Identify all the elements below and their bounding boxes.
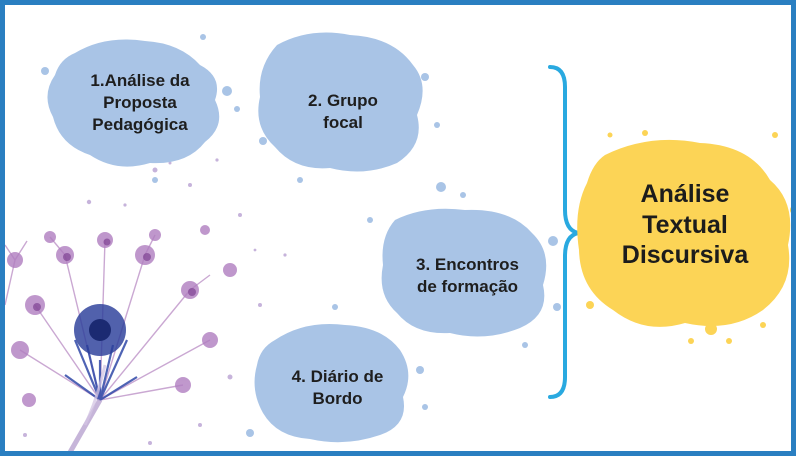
- blue-paint-droplets: [41, 34, 561, 437]
- dandelion-illustration: [5, 158, 287, 451]
- splash-step-3: [381, 208, 547, 337]
- step-1-label: 1.Análise da Proposta Pedagógica: [90, 70, 190, 135]
- diagram-artwork: [5, 32, 791, 451]
- curly-brace: [548, 65, 579, 399]
- result-label: Análise Textual Discursiva: [621, 180, 749, 270]
- splash-step-4: [254, 324, 409, 443]
- step-2-label: 2. Grupo focal: [308, 90, 378, 132]
- splash-step-2: [258, 32, 423, 172]
- splash-result: [577, 139, 791, 327]
- splash-step-1: [47, 39, 220, 167]
- step-3-label: 3. Encontros de formação: [416, 254, 519, 296]
- yellow-paint-droplets: [586, 130, 791, 344]
- step-4-label: 4. Diário de Bordo: [291, 366, 384, 408]
